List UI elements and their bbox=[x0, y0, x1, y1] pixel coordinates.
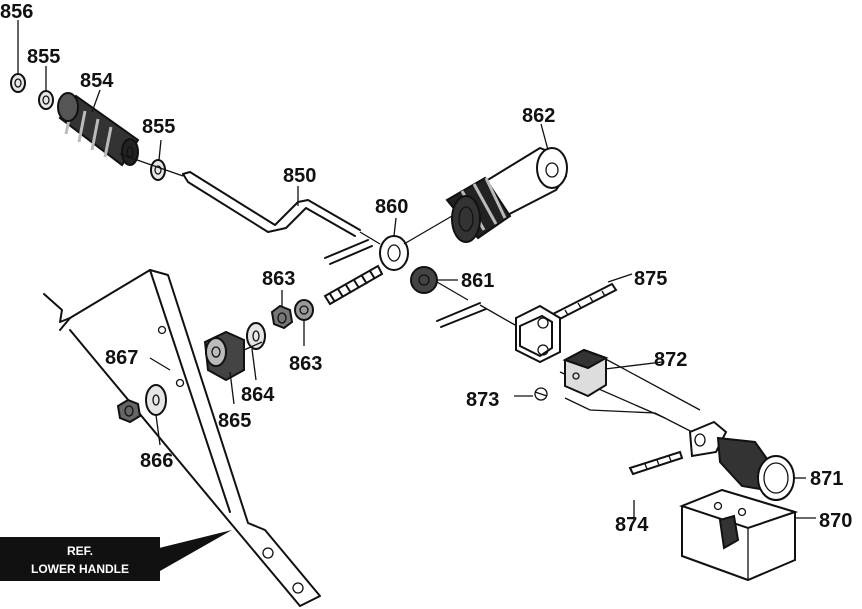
part-872-block bbox=[562, 348, 609, 398]
callout-856: 856 bbox=[0, 1, 33, 23]
lower-handle-reference-callout: REF. LOWER HANDLE bbox=[0, 530, 232, 581]
part-856-washer bbox=[10, 73, 26, 93]
ref-label-line1: REF. bbox=[67, 544, 93, 558]
part-yoke-clevis bbox=[515, 304, 561, 364]
callout-850: 850 bbox=[283, 165, 316, 187]
part-863-nut-upper bbox=[270, 304, 294, 330]
part-854-handle-grip bbox=[57, 92, 140, 167]
callout-855-lower: 855 bbox=[142, 116, 175, 138]
callout-863-upper: 863 bbox=[262, 268, 295, 290]
part-861-spacer bbox=[410, 266, 469, 301]
callout-854: 854 bbox=[80, 70, 114, 92]
callout-864: 864 bbox=[241, 384, 275, 406]
part-862-handle-end bbox=[403, 146, 568, 245]
callout-862: 862 bbox=[522, 105, 555, 127]
callout-871: 871 bbox=[810, 468, 843, 490]
part-874-pin bbox=[628, 450, 684, 476]
leader-lines bbox=[17, 20, 816, 520]
part-863-nut-lower bbox=[294, 299, 314, 321]
callout-860: 860 bbox=[375, 196, 408, 218]
callout-872: 872 bbox=[654, 349, 687, 371]
part-860-eye-bolt bbox=[323, 235, 409, 306]
part-866-washer bbox=[145, 384, 167, 416]
part-865-pivot-block bbox=[203, 330, 263, 382]
callout-863-lower: 863 bbox=[289, 353, 322, 375]
callout-875: 875 bbox=[634, 268, 667, 290]
part-855-washer-lower bbox=[150, 159, 166, 181]
part-866-nut bbox=[116, 398, 142, 424]
callout-870: 870 bbox=[819, 510, 852, 532]
callout-874: 874 bbox=[615, 514, 649, 536]
callout-867: 867 bbox=[105, 347, 138, 369]
part-871-cylinder bbox=[688, 420, 795, 501]
part-number-callouts: 856 855 854 855 850 860 862 863 861 875 … bbox=[0, 1, 852, 536]
part-870-bracket bbox=[679, 488, 799, 582]
ref-label-line2: LOWER HANDLE bbox=[31, 562, 129, 576]
callout-873: 873 bbox=[466, 389, 499, 411]
part-873-pin bbox=[534, 387, 548, 401]
callout-865: 865 bbox=[218, 410, 251, 432]
lower-handle bbox=[43, 269, 321, 607]
callout-855-upper: 855 bbox=[27, 46, 60, 68]
part-850-control-rod bbox=[119, 153, 381, 245]
callout-866: 866 bbox=[140, 450, 173, 472]
callout-861: 861 bbox=[461, 270, 494, 292]
part-855-washer-upper bbox=[38, 90, 54, 110]
break-marks bbox=[324, 239, 487, 328]
